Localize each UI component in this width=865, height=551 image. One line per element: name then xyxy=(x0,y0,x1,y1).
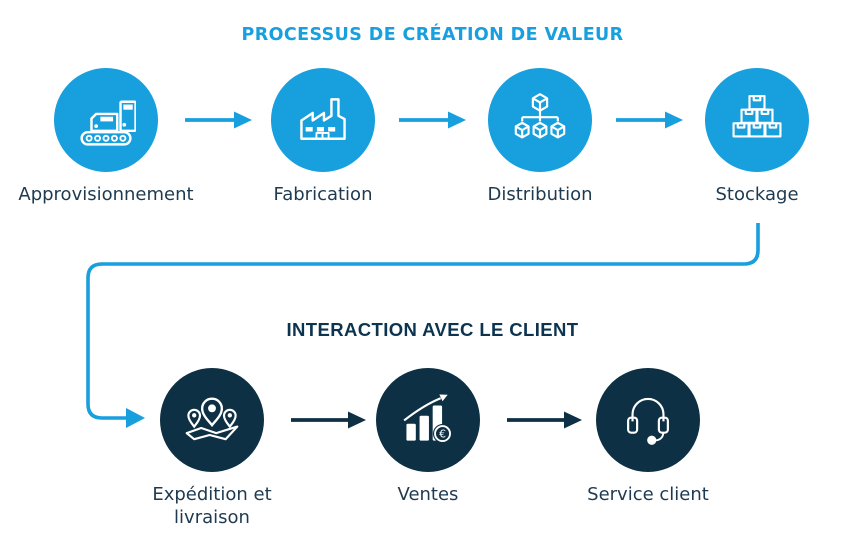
distribution-network-icon xyxy=(514,93,566,139)
arrow-right-icon xyxy=(399,111,466,129)
step-distribution: Distribution xyxy=(425,68,655,206)
stacked-boxes-icon xyxy=(732,95,782,138)
headset-icon xyxy=(627,397,669,445)
step-circle: € xyxy=(376,368,480,472)
arrow-right-icon xyxy=(616,111,683,129)
step-label: Ventes xyxy=(397,484,459,505)
step-approvisionnement: Approvisionnement xyxy=(0,68,221,206)
step-label: Service client xyxy=(587,484,709,505)
map-pins-delivery-icon xyxy=(185,397,239,441)
step-expedition-livraison: Expédition et livraison xyxy=(97,368,327,529)
conveyor-belt-boxes-icon xyxy=(80,100,136,146)
step-circle xyxy=(596,368,700,472)
step-label: Distribution xyxy=(487,184,593,205)
step-fabrication: Fabrication xyxy=(208,68,438,206)
arrow-right-icon xyxy=(507,411,582,429)
step-service-client: Service client xyxy=(533,368,763,506)
arrow-right-icon xyxy=(185,111,252,129)
flow-connector-arrow xyxy=(86,223,760,428)
sales-growth-euro-icon: € xyxy=(403,394,453,444)
step-circle xyxy=(705,68,809,172)
arrow-right-icon xyxy=(291,411,366,429)
step-label: Expédition et livraison xyxy=(152,484,272,529)
step-circle xyxy=(160,368,264,472)
step-label: Fabrication xyxy=(273,184,373,205)
step-circle xyxy=(54,68,158,172)
step-ventes: € Ventes xyxy=(313,368,543,506)
factory-icon xyxy=(300,98,346,140)
svg-text:€: € xyxy=(439,427,446,440)
step-circle xyxy=(488,68,592,172)
step-label: Approvisionnement xyxy=(18,184,194,205)
step-stockage: Stockage xyxy=(642,68,865,206)
step-circle xyxy=(271,68,375,172)
step-label: Stockage xyxy=(715,184,799,205)
process-flow-title: PROCESSUS DE CRÉATION DE VALEUR xyxy=(241,25,624,45)
client-flow-title: INTERACTION AVEC LE CLIENT xyxy=(286,319,579,340)
